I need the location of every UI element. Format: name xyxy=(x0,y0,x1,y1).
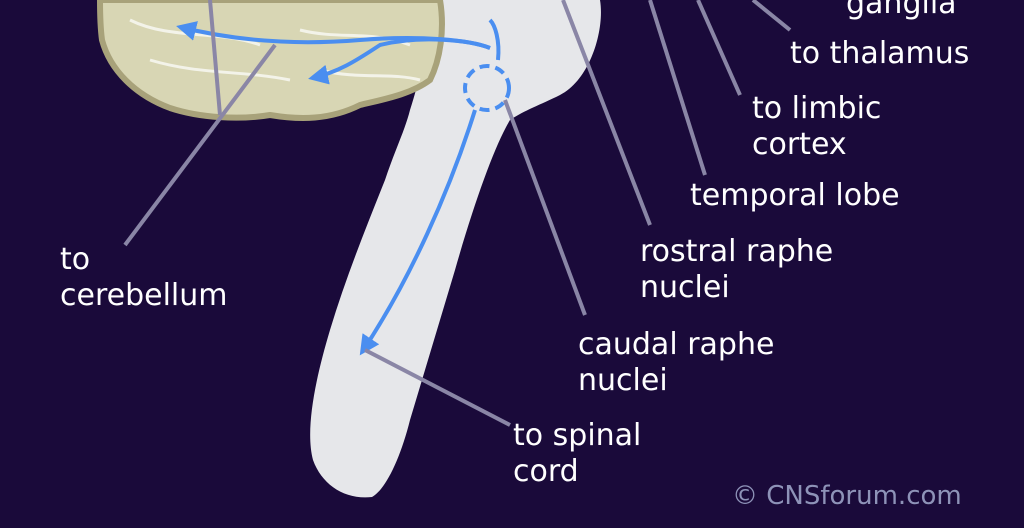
leader-line-temporal xyxy=(561,0,652,226)
arrow-to-spinal-cord xyxy=(359,109,477,356)
arrow-ascending xyxy=(488,18,501,61)
leader-line-spinal xyxy=(364,348,511,427)
caudal-raphe-marker xyxy=(463,64,511,112)
leader-line-limbic xyxy=(648,0,707,176)
label-basal-ganglia: ganglia xyxy=(846,0,957,21)
leader-line-basal-ganglia xyxy=(751,0,792,32)
brainstem xyxy=(310,0,601,498)
leader-line-cerebellum-1 xyxy=(208,0,222,116)
label-rostral-raphe-line1: rostral raphe xyxy=(640,234,834,269)
label-to-thalamus: to thalamus xyxy=(790,36,970,71)
leader-line-thalamus xyxy=(696,0,742,96)
leader-line-cerebellum-2 xyxy=(123,43,277,247)
label-to-cerebellum-line2: cerebellum xyxy=(60,278,228,313)
label-to-spinal-line1: to spinal xyxy=(513,418,642,453)
arrow-to-cerebellum-lower xyxy=(308,37,491,85)
label-to-spinal-line2: cord xyxy=(513,454,579,489)
label-caudal-raphe-line2: nuclei xyxy=(578,363,668,398)
label-caudal-raphe-line1: caudal raphe xyxy=(578,327,775,362)
label-rostral-raphe-line2: nuclei xyxy=(640,270,730,305)
leader-line-rostral xyxy=(503,99,587,316)
label-to-limbic-line2: cortex xyxy=(752,127,847,162)
label-temporal-lobe: temporal lobe xyxy=(690,178,900,213)
label-to-limbic-line1: to limbic xyxy=(752,91,882,126)
label-to-cerebellum-line1: to xyxy=(60,242,91,277)
copyright-notice: © CNSforum.com xyxy=(732,481,962,511)
